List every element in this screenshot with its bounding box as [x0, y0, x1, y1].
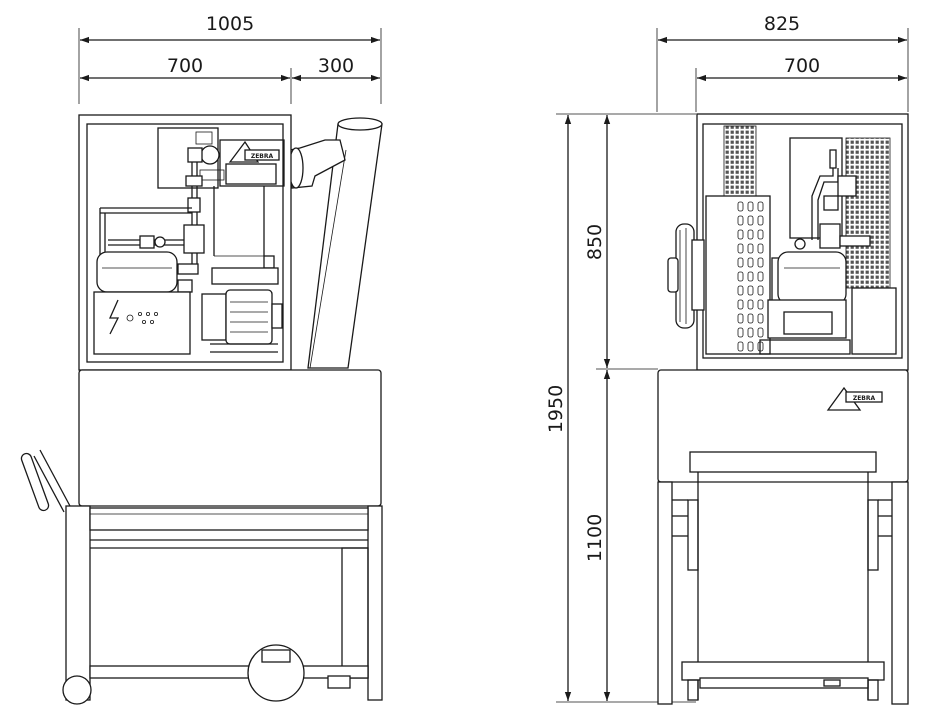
high-voltage-icon	[108, 299, 120, 335]
dim-lower-height: 1100	[584, 514, 606, 562]
condenser	[705, 195, 771, 355]
vent-grille-left	[723, 125, 757, 197]
dim-duct-width: 300	[318, 55, 354, 77]
vent-grille-right	[845, 137, 891, 289]
front-wheel	[62, 675, 92, 705]
trolley-handle	[20, 449, 71, 513]
side-compressor	[759, 251, 897, 355]
exhaust-duct	[288, 117, 383, 369]
trolley-frame	[65, 505, 383, 701]
dim-total-width: 1005	[206, 13, 254, 35]
dim-upper-height: 850	[584, 224, 606, 260]
dim-cabinet-width: 700	[167, 55, 203, 77]
pump-motor	[201, 267, 283, 353]
dim-total-depth: 825	[764, 13, 800, 35]
side-trolley-frame	[657, 451, 909, 705]
front-view: ZEBRA	[20, 114, 383, 705]
electrical-box	[93, 291, 191, 355]
side-dimensions: 825 700 1950 850 1100	[545, 13, 909, 703]
side-view: ZEBRA	[657, 113, 909, 705]
fan-icon	[667, 223, 705, 329]
svg-text:ZEBRA: ZEBRA	[853, 395, 876, 402]
side-panel	[789, 137, 843, 239]
dim-cabinet-depth: 700	[784, 55, 820, 77]
pipework	[99, 145, 275, 270]
dim-total-height: 1950	[545, 385, 567, 433]
svg-text:ZEBRA: ZEBRA	[251, 153, 274, 160]
lower-cabinet	[78, 369, 382, 507]
front-dimensions: 1005 700 300	[78, 13, 382, 104]
